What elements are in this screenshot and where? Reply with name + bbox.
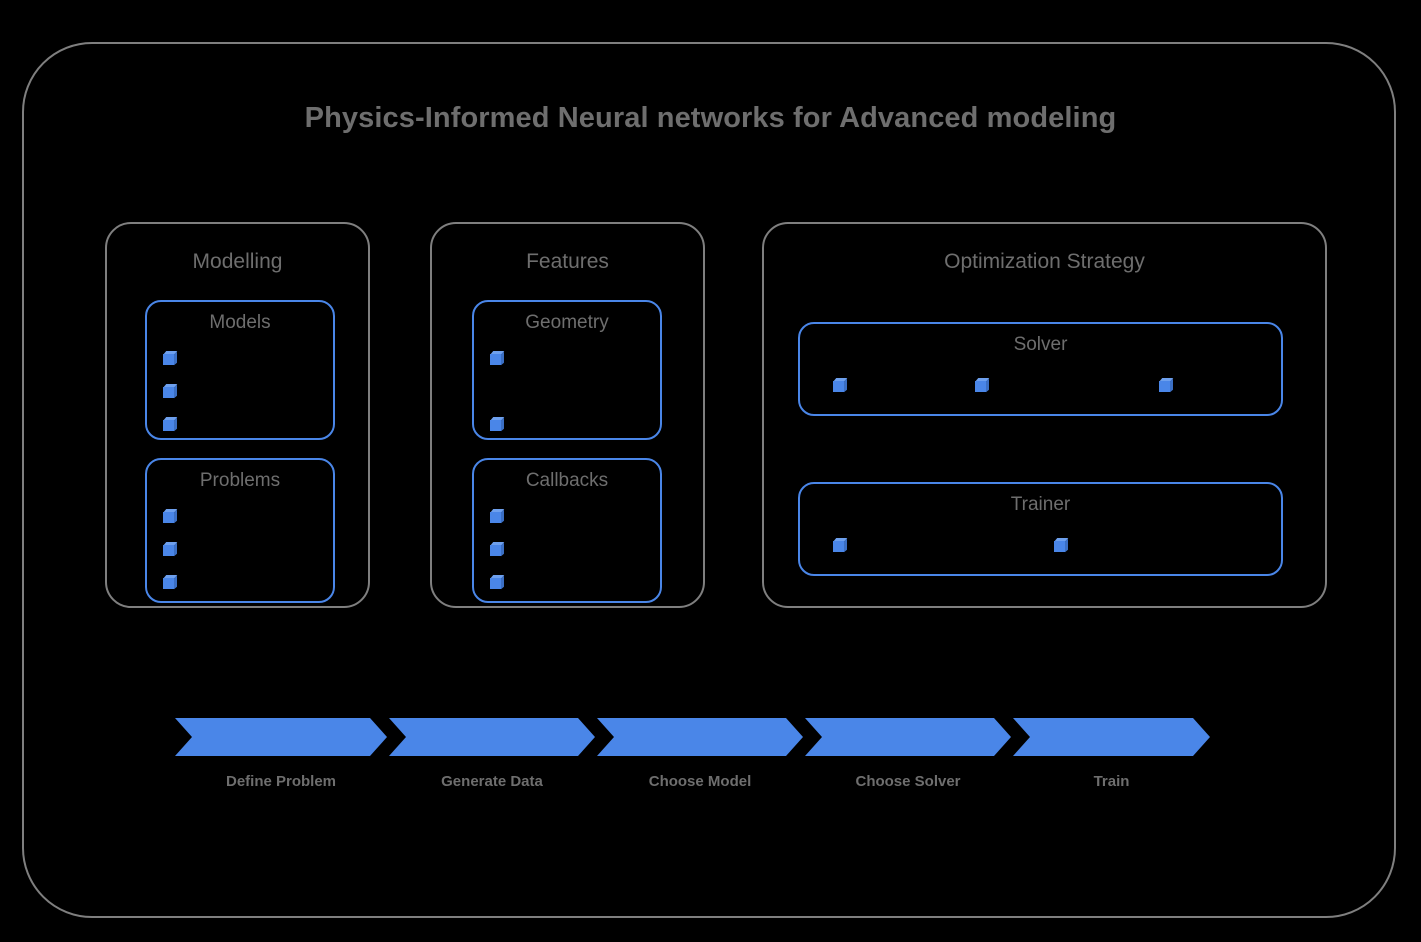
- pipeline-step-4-arrow[interactable]: [805, 718, 1011, 756]
- group-modelling-label: Modelling: [192, 250, 283, 273]
- pipeline-flow: Define Problem Generate Data Choose Mode…: [175, 718, 1210, 790]
- group-optimization-strategy: Optimization Strategy: [762, 222, 1327, 608]
- bullet-cube-icon: [490, 354, 501, 365]
- sub-box-geometry-label: Geometry: [525, 312, 609, 333]
- bullet-cube-icon: [163, 387, 174, 398]
- pipeline-step-2-arrow[interactable]: [389, 718, 595, 756]
- sub-box-callbacks[interactable]: Callbacks: [472, 458, 662, 603]
- sub-box-problems[interactable]: Problems: [145, 458, 335, 603]
- bullet-cube-icon: [975, 381, 986, 392]
- sub-box-solver-label: Solver: [1013, 334, 1068, 355]
- pipeline-step-3-label: Choose Model: [648, 773, 752, 790]
- sub-box-models-label: Models: [209, 312, 271, 333]
- bullet-cube-icon: [490, 420, 501, 431]
- bullet-cube-icon: [163, 578, 174, 589]
- bullet-cube-icon: [163, 512, 174, 523]
- group-features-label: Features: [526, 250, 609, 273]
- bullet-cube-icon: [163, 354, 174, 365]
- pipeline-step-5-arrow[interactable]: [1013, 718, 1210, 756]
- pipeline-step-3-arrow[interactable]: [597, 718, 803, 756]
- group-modelling: Modelling: [105, 222, 370, 608]
- sub-box-callbacks-label: Callbacks: [525, 470, 609, 491]
- group-features: Features: [430, 222, 705, 608]
- bullet-cube-icon: [1054, 541, 1065, 552]
- sub-box-geometry[interactable]: Geometry: [472, 300, 662, 440]
- pipeline-step-2-label: Generate Data: [441, 773, 543, 790]
- bullet-cube-icon: [490, 512, 501, 523]
- sub-box-trainer[interactable]: Trainer: [798, 482, 1283, 576]
- pipeline-step-5-label: Train: [1093, 773, 1130, 790]
- sub-box-solver[interactable]: Solver: [798, 322, 1283, 416]
- group-optimization-strategy-label: Optimization Strategy: [944, 250, 1145, 273]
- bullet-cube-icon: [163, 420, 174, 431]
- bullet-cube-icon: [833, 381, 844, 392]
- bullet-cube-icon: [163, 545, 174, 556]
- pipeline-step-4-label: Choose Solver: [855, 773, 961, 790]
- bullet-cube-icon: [833, 541, 844, 552]
- bullet-cube-icon: [490, 578, 501, 589]
- bullet-cube-icon: [490, 545, 501, 556]
- sub-box-trainer-label: Trainer: [1010, 494, 1071, 515]
- pipeline-step-1-label: Define Problem: [225, 773, 337, 790]
- page-title: Physics-Informed Neural networks for Adv…: [304, 102, 1117, 134]
- pipeline-step-1-arrow[interactable]: [175, 718, 387, 756]
- sub-box-problems-label: Problems: [199, 470, 281, 491]
- diagram-outer-frame: [22, 42, 1396, 918]
- sub-box-models[interactable]: Models: [145, 300, 335, 440]
- bullet-cube-icon: [1159, 381, 1170, 392]
